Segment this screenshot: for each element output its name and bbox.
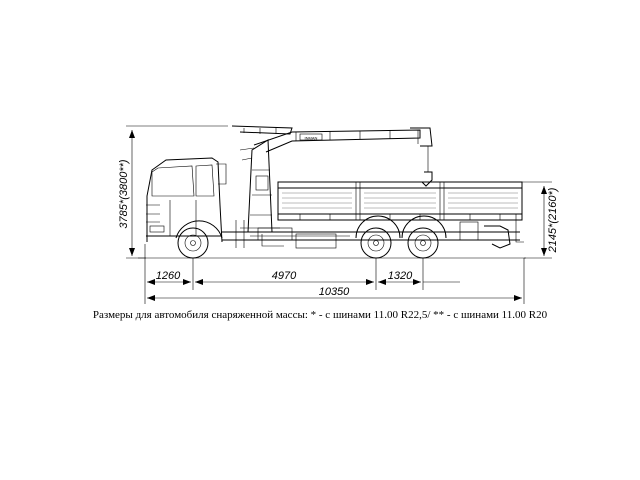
height-dimension: 3785*(3800**) (118, 125, 228, 259)
length-dimensions: 1260 4970 1320 10350 (138, 244, 526, 304)
total-height-label: 3785*(3800**) (118, 159, 130, 228)
crane: INMAN (231, 125, 433, 233)
dim-front-overhang: 1260 (156, 270, 181, 282)
rear-wheel-1 (355, 215, 401, 259)
platform-height-dimension: 2145*(2160*) (522, 181, 559, 259)
dim-total-length: 10350 (319, 286, 350, 298)
chassis-frame (222, 214, 524, 249)
rear-wheel-2 (401, 215, 447, 259)
crane-badge: INMAN (305, 136, 318, 141)
front-wheel (175, 220, 223, 259)
platform-height-label: 2145*(2160*) (547, 187, 559, 253)
cargo-platform (277, 181, 523, 221)
dimensions-caption: Размеры для автомобиля снаряженной массы… (92, 309, 548, 321)
dim-wheelbase: 4970 (272, 270, 297, 282)
truck-cab (146, 157, 227, 243)
dim-rear-axle-spacing: 1320 (388, 270, 413, 282)
